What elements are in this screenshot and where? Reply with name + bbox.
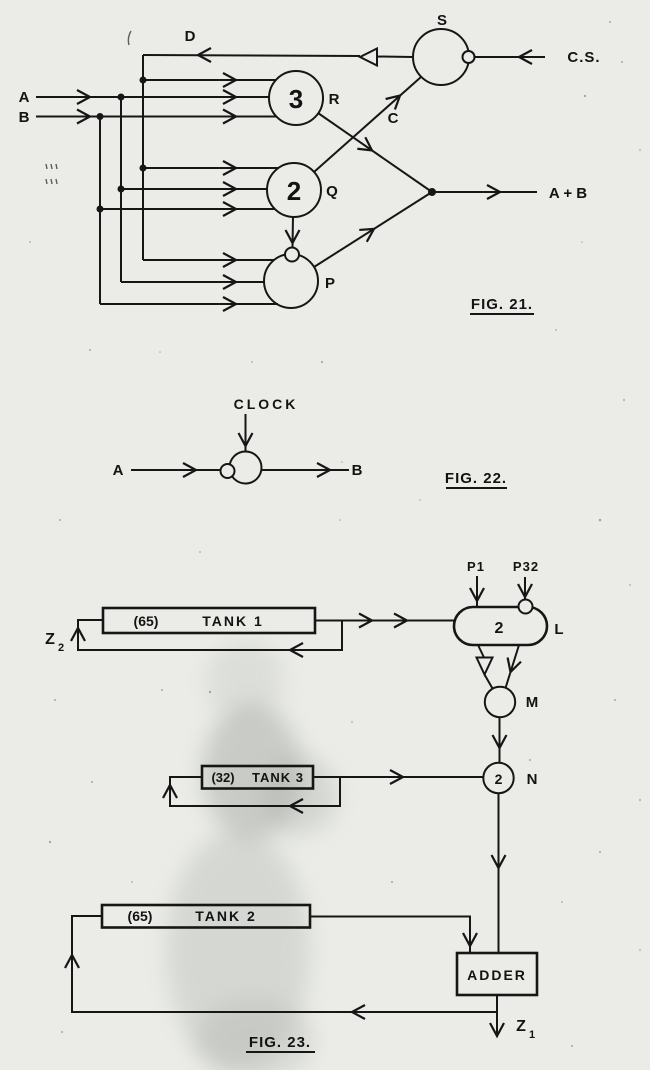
gate-r-circle bbox=[268, 70, 324, 126]
scan-artifact-marks bbox=[45, 30, 132, 185]
fig23-diagram: P1 P32 2 L M 2 N (65) TANK 1 (32) TANK 3… bbox=[45, 559, 564, 1053]
tank1-box bbox=[101, 606, 317, 635]
fig22-caption: FIG. 22. bbox=[445, 470, 507, 487]
fig22-arrowheads bbox=[182, 432, 333, 478]
pulse-p32-label: P32 bbox=[513, 559, 539, 574]
gate-l-label: L bbox=[554, 621, 563, 638]
gate-q-label: Q bbox=[326, 183, 338, 200]
gate-q-circle bbox=[266, 162, 322, 218]
d-line-triangle bbox=[357, 46, 378, 68]
fig21-signal-c-label: C bbox=[388, 110, 399, 127]
tank3-name: TANK 3 bbox=[252, 770, 304, 785]
tank2-box bbox=[100, 903, 312, 929]
gate-m-label: M bbox=[526, 694, 539, 711]
fig22-wires bbox=[131, 414, 349, 471]
fig21-input-b-label: B bbox=[19, 109, 30, 126]
tank2-name: TANK 2 bbox=[195, 908, 257, 924]
fig23-caption: FIG. 23. bbox=[249, 1034, 311, 1051]
fig22-inhibit-circle bbox=[219, 463, 236, 479]
adder-box bbox=[455, 951, 539, 997]
fig21-caption: FIG. 21. bbox=[471, 296, 533, 313]
gate-n-circle bbox=[482, 761, 515, 795]
tank1-capacity: (65) bbox=[134, 613, 159, 629]
fig21-arrowheads bbox=[76, 47, 533, 312]
adder-label: ADDER bbox=[467, 967, 527, 983]
gate-s-label: S bbox=[437, 12, 447, 29]
gate-l-output-triangle bbox=[474, 656, 495, 677]
gate-q-value: 2 bbox=[287, 176, 301, 206]
scan-smudges bbox=[166, 640, 338, 1070]
output-z2-label: Z bbox=[45, 631, 55, 648]
fig21-cs-input-label: C.S. bbox=[567, 49, 600, 66]
gate-l-value: 2 bbox=[495, 620, 504, 637]
gate-s-circle bbox=[412, 28, 470, 86]
fig22-diagram: CLOCK A B FIG. 22. bbox=[113, 396, 507, 489]
tank1-name: TANK 1 bbox=[202, 613, 264, 629]
gate-p-label: P bbox=[325, 275, 335, 292]
gate-n-value: 2 bbox=[495, 771, 503, 787]
tank2-capacity: (65) bbox=[128, 908, 153, 924]
gate-l-stadium bbox=[452, 605, 549, 647]
gate-m-circle bbox=[483, 685, 517, 719]
fig23-arrowheads bbox=[64, 583, 533, 1039]
gate-l-inhibit-circle bbox=[517, 598, 534, 615]
fig22-output-b-label: B bbox=[352, 462, 363, 479]
fig21-junction-dots bbox=[96, 76, 436, 213]
gate-n-label: N bbox=[527, 771, 538, 788]
output-z1-label: Z bbox=[516, 1018, 526, 1035]
gate-p-inhibit-circle bbox=[284, 246, 300, 263]
gate-r-label: R bbox=[329, 91, 340, 108]
tank3-box bbox=[200, 764, 315, 790]
fig21-diagram: A B D S R Q P C 3 2 C.S. A + B FIG. 21. bbox=[19, 12, 600, 315]
tank3-capacity: (32) bbox=[211, 770, 234, 785]
gate-r-value: 3 bbox=[289, 84, 303, 114]
fig21-sum-output-label: A + B bbox=[549, 185, 587, 202]
pulse-p1-label: P1 bbox=[467, 559, 485, 574]
gate-s-inhibit-circle bbox=[461, 50, 476, 64]
output-z2-subscript: 2 bbox=[58, 642, 64, 654]
paper-speckles bbox=[29, 21, 641, 1047]
fig23-wires bbox=[71, 576, 526, 1036]
fig21-input-a-label: A bbox=[19, 89, 30, 106]
fig22-input-a-label: A bbox=[113, 462, 124, 479]
fig22-clock-label: CLOCK bbox=[234, 396, 299, 412]
fig21-signal-d-label: D bbox=[185, 28, 196, 45]
output-z1-subscript: 1 bbox=[529, 1029, 535, 1041]
